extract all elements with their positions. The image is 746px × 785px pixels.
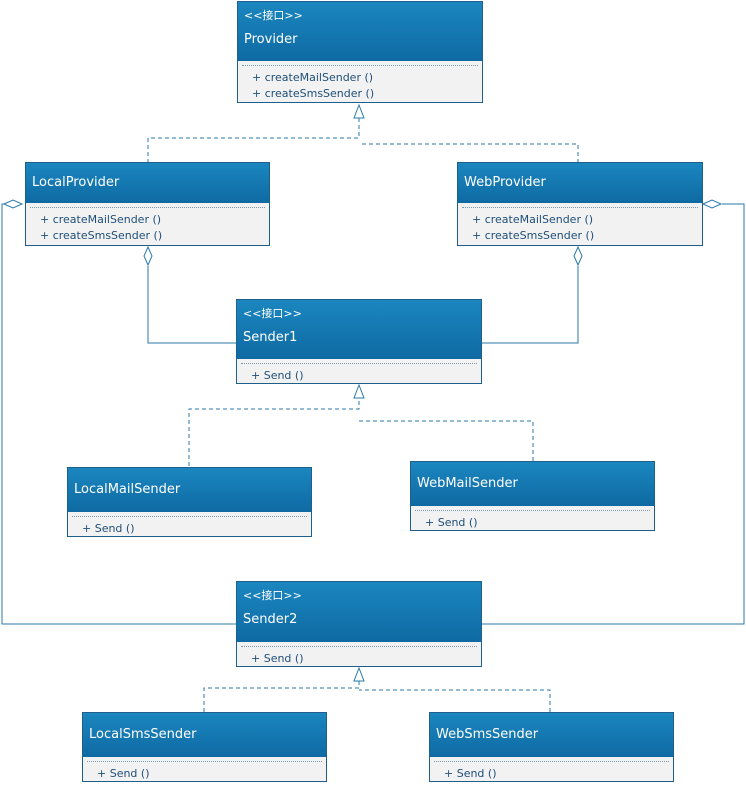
divider [241, 363, 477, 364]
class-web-sms-sender[interactable]: WebSmsSender + Send () [429, 712, 674, 782]
operations-compartment: + createMailSender () + createSmsSender … [458, 203, 702, 244]
realization-localsmssender-sender2 [203, 681, 360, 712]
operations-compartment: + createMailSender () + createSmsSender … [238, 61, 482, 102]
aggregation-diamond-localprovider-sender2 [2, 199, 24, 209]
aggregation-diamond-webprovider-sender1 [573, 245, 583, 267]
aggregation-webprovider-sender2 [482, 203, 745, 625]
divider [241, 646, 477, 647]
operation: + Send () [425, 516, 478, 529]
class-header: <<接口>> Sender1 [237, 300, 481, 359]
divider [242, 65, 478, 66]
class-header: <<接口>> Provider [238, 2, 482, 61]
class-web-mail-sender[interactable]: WebMailSender + Send () [410, 461, 655, 531]
class-name: WebSmsSender [436, 727, 539, 742]
class-sender2[interactable]: <<接口>> Sender2 + Send () [236, 581, 482, 667]
operations-compartment: + Send () [83, 757, 326, 782]
operation: + Send () [82, 522, 135, 535]
operation: + Send () [444, 767, 497, 780]
aggregation-localprovider-sender2 [1, 203, 237, 625]
divider [415, 510, 650, 511]
operation: + Send () [251, 369, 304, 382]
operation: + createSmsSender () [40, 229, 163, 242]
class-web-provider[interactable]: WebProvider + createMailSender () + crea… [457, 162, 703, 246]
stereotype-label: <<接口>> [243, 589, 302, 602]
operation: + createMailSender () [40, 213, 162, 226]
realization-webprovider-provider [359, 143, 579, 163]
realization-webmailsender-sender1 [359, 420, 534, 461]
class-header: LocalMailSender [68, 468, 311, 512]
aggregation-diamond-webprovider-sender2 [701, 199, 723, 209]
operation: + createMailSender () [252, 71, 374, 84]
aggregation-localprovider-sender1 [147, 266, 237, 344]
operation: + createMailSender () [472, 213, 594, 226]
operation: + Send () [251, 652, 304, 665]
stereotype-label: <<接口>> [244, 9, 303, 22]
class-header: LocalProvider [26, 163, 269, 203]
operation: + createSmsSender () [472, 229, 595, 242]
class-name: Sender1 [243, 330, 298, 345]
divider [87, 761, 322, 762]
divider [462, 207, 698, 208]
class-header: <<接口>> Sender2 [237, 582, 481, 642]
divider [72, 516, 307, 517]
operations-compartment: + Send () [411, 506, 654, 531]
operations-compartment: + Send () [237, 642, 481, 667]
operations-compartment: + createMailSender () + createSmsSender … [26, 203, 269, 244]
class-name: Sender2 [243, 612, 298, 627]
operations-compartment: + Send () [68, 512, 311, 537]
operations-compartment: + Send () [430, 757, 673, 782]
class-local-provider[interactable]: LocalProvider + createMailSender () + cr… [25, 162, 270, 246]
divider [30, 207, 265, 208]
realization-localprovider-provider [147, 118, 360, 163]
aggregation-webprovider-sender1 [482, 266, 579, 344]
class-local-mail-sender[interactable]: LocalMailSender + Send () [67, 467, 312, 537]
class-provider[interactable]: <<接口>> Provider + createMailSender () + … [237, 1, 483, 103]
class-name: WebProvider [464, 175, 546, 190]
class-header: WebMailSender [411, 462, 654, 506]
realization-arrowhead-sender2 [353, 666, 365, 682]
aggregation-diamond-localprovider-sender1 [143, 245, 153, 267]
realization-arrowhead-sender1 [353, 383, 365, 399]
class-name: Provider [244, 32, 298, 47]
class-header: WebSmsSender [430, 713, 673, 757]
realization-arrowhead-provider [353, 103, 365, 119]
operation: + createSmsSender () [252, 87, 375, 100]
class-name: LocalProvider [32, 175, 120, 190]
class-header: LocalSmsSender [83, 713, 326, 757]
class-name: LocalSmsSender [89, 727, 197, 742]
class-name: WebMailSender [417, 476, 518, 491]
realization-websmssender-sender2 [359, 689, 551, 712]
class-name: LocalMailSender [74, 482, 181, 497]
divider [434, 761, 669, 762]
realization-localmailsender-sender1 [188, 398, 360, 466]
stereotype-label: <<接口>> [243, 307, 302, 320]
operations-compartment: + Send () [237, 359, 481, 384]
class-sender1[interactable]: <<接口>> Sender1 + Send () [236, 299, 482, 384]
class-header: WebProvider [458, 163, 702, 203]
operation: + Send () [97, 767, 150, 780]
class-local-sms-sender[interactable]: LocalSmsSender + Send () [82, 712, 327, 782]
